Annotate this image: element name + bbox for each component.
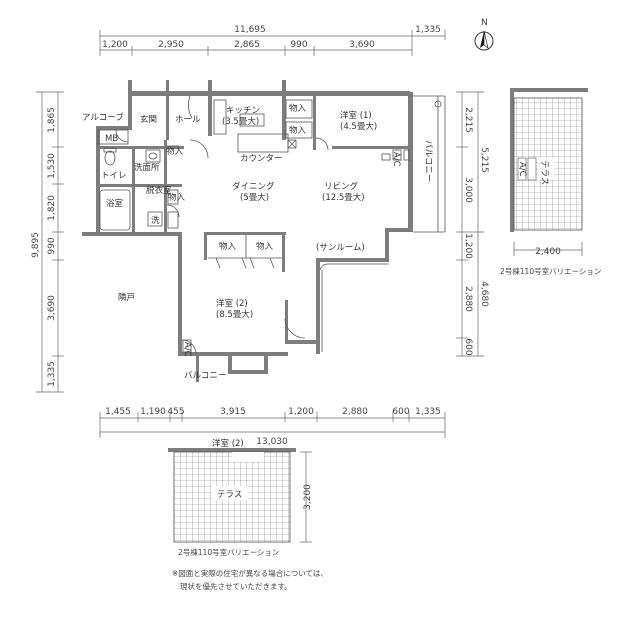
dim-right-total-1: 5,215 bbox=[479, 147, 489, 173]
dim-left-seg-4: 990 bbox=[47, 237, 57, 254]
dim-top-total: 11,695 bbox=[234, 25, 266, 35]
variation-bottom-terrace: テラス bbox=[217, 490, 242, 500]
dim-left-total: 9,895 bbox=[31, 232, 41, 258]
dim-right-total-2: 4,680 bbox=[479, 281, 489, 307]
fixtures bbox=[97, 99, 442, 353]
dim-left-seg-5: 3,690 bbox=[47, 295, 57, 321]
variation-bottom-room: 洋室 (2) bbox=[212, 438, 244, 449]
label-storage-2: 物入 bbox=[289, 125, 307, 136]
dim-left-seg-1: 1,865 bbox=[47, 107, 57, 133]
label-dining-size: (5畳大) bbox=[240, 192, 269, 203]
dim-top-right: 1,335 bbox=[415, 25, 441, 35]
variation-bottom: 洋室 (2) テラス 3,200 2号棟110号室バリエーション bbox=[168, 438, 313, 557]
top-dimensions: 11,695 1,335 1,200 2,950 2,865 990 3,690 bbox=[99, 25, 446, 56]
label-living-size: (12.5畳大) bbox=[322, 192, 365, 203]
label-storage-6: 物入 bbox=[256, 241, 274, 252]
room-labels: アルコーブ MB 玄関 ホール キッチン (3.5畳大) 物入 物入 洋室 (1… bbox=[82, 103, 433, 381]
variation-bottom-caption: 2号棟110号室バリエーション bbox=[178, 547, 279, 557]
label-balcony-small: バルコニー bbox=[184, 371, 226, 381]
dim-bottom-seg-7: 600 bbox=[392, 407, 409, 417]
dim-right-seg-3: 1,200 bbox=[463, 233, 473, 259]
dim-bottom-total: 13,030 bbox=[256, 437, 288, 447]
note-line-1: ※図面と実際の住宅が異なる場合については、 bbox=[172, 568, 328, 578]
balcony-outline bbox=[413, 95, 446, 233]
variation-right: テラス A/C 2,400 2号棟110号室バリエーション bbox=[500, 88, 601, 276]
dim-left-seg-2: 1,530 bbox=[47, 153, 57, 179]
label-storage-4: 物入 bbox=[168, 192, 186, 203]
label-dressing: 脱衣室 bbox=[146, 185, 172, 196]
left-dimensions: 9,895 1,865 1,530 1,820 990 3,690 1,335 bbox=[31, 91, 64, 393]
label-counter: カウンター bbox=[240, 154, 283, 164]
dim-bottom-seg-1: 1,455 bbox=[105, 407, 131, 417]
label-ac-1: A/C bbox=[391, 152, 401, 167]
label-washroom: 洗面所 bbox=[134, 162, 160, 173]
label-washer: 洗 bbox=[151, 215, 160, 226]
sunroom-glazing bbox=[319, 263, 389, 352]
label-ac-2: A/C bbox=[182, 342, 192, 357]
walls bbox=[82, 80, 413, 382]
note-line-2: 現状を優先させていただきます。 bbox=[180, 581, 292, 591]
variation-bottom-depth: 3,200 bbox=[303, 484, 313, 510]
dim-bottom-seg-8: 1,335 bbox=[415, 407, 441, 417]
label-alcove: アルコーブ bbox=[82, 112, 124, 123]
label-sunroom: (サンルーム) bbox=[316, 243, 365, 253]
label-dining: ダイニング bbox=[232, 181, 275, 192]
label-bath: 浴室 bbox=[106, 198, 124, 209]
dim-left-seg-3: 1,820 bbox=[47, 195, 57, 221]
right-dimensions: 2,215 3,000 1,200 2,880 600 5,215 4,680 bbox=[456, 91, 489, 357]
label-entrance: 玄関 bbox=[140, 114, 157, 125]
bottom-dimensions: 1,455 1,190 455 3,915 1,200 2,880 600 1,… bbox=[99, 407, 446, 447]
dim-bottom-seg-5: 1,200 bbox=[288, 407, 314, 417]
label-storage-5: 物入 bbox=[219, 241, 237, 252]
dim-right-seg-1: 2,215 bbox=[463, 107, 473, 133]
dim-top-seg-4: 990 bbox=[290, 40, 307, 50]
label-western1-size: (4.5畳大) bbox=[340, 121, 377, 132]
dim-bottom-seg-3: 455 bbox=[167, 407, 184, 417]
dim-top-seg-2: 2,950 bbox=[158, 40, 184, 50]
label-western2-size: (8.5畳大) bbox=[216, 309, 253, 320]
label-hall: ホール bbox=[175, 115, 201, 125]
label-mb: MB bbox=[105, 134, 118, 144]
north-label: N bbox=[481, 18, 488, 28]
dim-bottom-seg-4: 3,915 bbox=[220, 407, 246, 417]
label-storage-1: 物入 bbox=[289, 103, 307, 114]
variation-right-caption: 2号棟110号室バリエーション bbox=[500, 266, 601, 276]
label-neighbor: 隣戸 bbox=[118, 292, 135, 303]
label-balcony: バルコニー bbox=[423, 140, 433, 182]
label-toilet: トイレ bbox=[101, 171, 127, 181]
dim-top-seg-5: 3,690 bbox=[349, 40, 375, 50]
dim-bottom-seg-6: 2,880 bbox=[342, 407, 368, 417]
dim-right-seg-4: 2,880 bbox=[463, 286, 473, 312]
label-kitchen: キッチン bbox=[226, 106, 260, 116]
notes: ※図面と実際の住宅が異なる場合については、 現状を優先させていただきます。 bbox=[172, 568, 328, 591]
dim-right-seg-2: 3,000 bbox=[463, 177, 473, 203]
variation-right-ac: A/C bbox=[517, 162, 527, 177]
doors bbox=[115, 95, 329, 355]
variation-right-terrace: テラス bbox=[539, 160, 549, 185]
label-living: リビング bbox=[324, 181, 359, 192]
dim-bottom-seg-2: 1,190 bbox=[140, 407, 166, 417]
label-storage-3: 物入 bbox=[166, 146, 184, 157]
north-arrow: N bbox=[474, 18, 494, 51]
label-western2: 洋室 (2) bbox=[216, 298, 248, 309]
dim-left-seg-6: 1,335 bbox=[47, 361, 57, 387]
label-kitchen-size: (3.5畳大) bbox=[222, 116, 259, 127]
label-western1: 洋室 (1) bbox=[340, 110, 372, 121]
variation-right-width: 2,400 bbox=[535, 247, 561, 257]
dim-right-seg-5: 600 bbox=[463, 338, 473, 355]
dim-top-seg-3: 2,865 bbox=[234, 40, 260, 50]
dim-top-seg-1: 1,200 bbox=[102, 40, 128, 50]
